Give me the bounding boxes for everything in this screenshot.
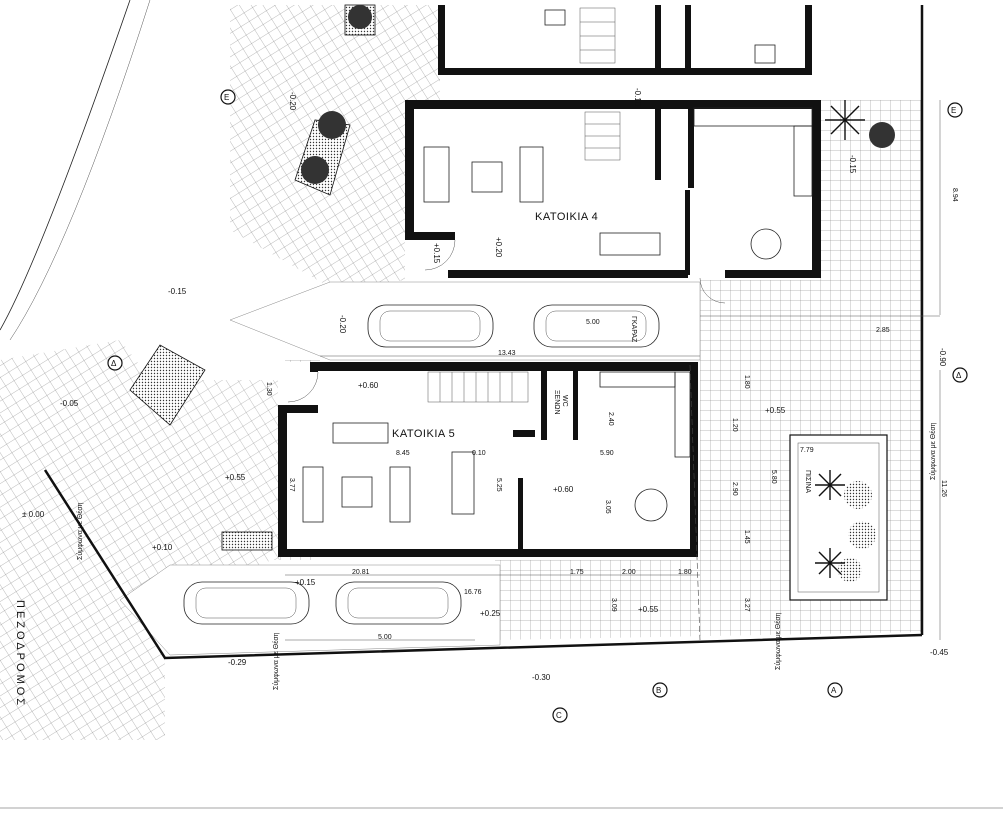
svg-text:5.00: 5.00: [586, 319, 600, 326]
svg-text:E: E: [951, 106, 956, 115]
svg-text:5.80: 5.80: [770, 470, 777, 484]
svg-text:E: E: [224, 93, 229, 102]
svg-text:+0.15: +0.15: [295, 578, 316, 587]
svg-text:3.09: 3.09: [610, 598, 617, 612]
svg-text:-0.20: -0.20: [288, 92, 297, 111]
house-4: [405, 100, 821, 304]
svg-text:-0.10: -0.10: [633, 88, 642, 107]
label-wc: WC: [561, 395, 568, 407]
svg-text:1.75: 1.75: [570, 569, 584, 576]
street-label: ΠΕΖΟΔΡΟΜΟΣ: [14, 600, 26, 709]
svg-text:+0.20: +0.20: [494, 237, 503, 258]
dimension-labels: 8.94 2.85 13.43 5.00 8.45 3.77 5.25 5.90…: [265, 188, 958, 641]
plot-boundary: [0, 0, 924, 660]
svg-text:13.43: 13.43: [498, 350, 516, 357]
dimension-lines: [0, 100, 1003, 809]
svg-text:Σύμφωνα με Θέση: Σύμφωνα με Θέση: [929, 422, 937, 480]
svg-text:16.76: 16.76: [464, 589, 482, 596]
section-marker-d-right: Δ: [952, 367, 968, 383]
svg-text:11.26: 11.26: [940, 480, 947, 497]
svg-text:-0.05: -0.05: [60, 399, 79, 408]
svg-text:-0.30: -0.30: [532, 673, 551, 682]
pool: [789, 434, 888, 601]
svg-text:+0.25: +0.25: [480, 609, 501, 618]
section-marker-c: C: [552, 707, 568, 723]
svg-text:Σύμφωνα με Θέση: Σύμφωνα με Θέση: [774, 612, 782, 670]
section-marker-e: E: [220, 89, 236, 105]
svg-text:+0.60: +0.60: [358, 381, 379, 390]
svg-text:7.79: 7.79: [800, 447, 814, 454]
svg-text:+0.10: +0.10: [152, 543, 173, 552]
svg-text:3.27: 3.27: [743, 598, 750, 612]
house-5: [278, 362, 698, 557]
section-marker-e-right: E: [947, 102, 963, 118]
svg-text:0.10: 0.10: [472, 450, 486, 457]
svg-text:5.25: 5.25: [495, 478, 502, 492]
boundary-notes: Σύμφωνα με Θέση Σύμφωνα με Θέση Σύμφωνα …: [76, 422, 937, 690]
svg-text:8.45: 8.45: [396, 450, 410, 457]
svg-text:20.81: 20.81: [352, 569, 370, 576]
svg-text:-0.29: -0.29: [228, 658, 247, 667]
svg-text:+0.60: +0.60: [553, 485, 574, 494]
svg-text:Δ: Δ: [956, 371, 962, 380]
svg-text:-0.20: -0.20: [338, 315, 347, 334]
svg-text:-0.45: -0.45: [930, 648, 949, 657]
section-marker-b: B: [652, 682, 668, 698]
section-marker-a: A: [827, 682, 843, 698]
label-pool: ΠΙΣΙΝΑ: [804, 470, 811, 493]
label-house4: ΚΑΤΟΙΚΙΑ 4: [535, 211, 598, 223]
svg-text:Σύμφωνα με Θέση: Σύμφωνα με Θέση: [76, 502, 84, 560]
cars: [183, 304, 660, 625]
svg-text:B: B: [656, 686, 661, 695]
svg-text:-0.15: -0.15: [848, 155, 857, 174]
svg-text:-0.90: -0.90: [938, 348, 947, 367]
svg-text:1.30: 1.30: [265, 382, 272, 396]
room-labels: ΚΑΤΟΙΚΙΑ 4 ΚΑΤΟΙΚΙΑ 5 ΓΚΑΡΑΖ WC ΞΕΝΩΝ ΠΙ…: [392, 211, 811, 493]
svg-text:5.90: 5.90: [600, 450, 614, 457]
label-house5: ΚΑΤΟΙΚΙΑ 5: [392, 428, 455, 440]
svg-text:-0.15: -0.15: [168, 287, 187, 296]
svg-text:+0.15: +0.15: [432, 243, 441, 264]
svg-text:5.00: 5.00: [378, 634, 392, 641]
svg-text:+0.55: +0.55: [225, 473, 246, 482]
section-markers: E E Δ Δ B C A: [107, 89, 968, 723]
label-guest: ΞΕΝΩΝ: [553, 390, 560, 415]
svg-text:+0.55: +0.55: [638, 605, 659, 614]
svg-text:2.90: 2.90: [731, 482, 738, 496]
svg-text:2.00: 2.00: [622, 569, 636, 576]
svg-text:2.40: 2.40: [607, 412, 614, 426]
svg-text:1.45: 1.45: [743, 530, 750, 544]
label-garage: ΓΚΑΡΑΖ: [630, 316, 637, 343]
section-marker-d-left: Δ: [107, 355, 123, 371]
svg-text:A: A: [831, 686, 837, 695]
planters: [129, 4, 895, 578]
svg-text:2.85: 2.85: [876, 327, 890, 334]
house-top: [438, 5, 812, 75]
svg-text:C: C: [556, 711, 562, 720]
svg-text:1.80: 1.80: [678, 569, 692, 576]
svg-text:1.80: 1.80: [743, 375, 750, 389]
svg-text:+0.55: +0.55: [765, 406, 786, 415]
svg-text:3.05: 3.05: [604, 500, 611, 514]
svg-text:1.20: 1.20: [731, 418, 738, 432]
level-labels: -0.20 -0.10 +0.15 +0.20 -0.15 -0.15 -0.2…: [22, 88, 949, 682]
svg-text:8.94: 8.94: [951, 188, 958, 202]
svg-text:Δ: Δ: [111, 359, 117, 368]
svg-text:± 0.00: ± 0.00: [22, 510, 45, 519]
svg-text:Σύμφωνα με Θέση: Σύμφωνα με Θέση: [272, 632, 280, 690]
svg-text:3.77: 3.77: [288, 478, 295, 492]
